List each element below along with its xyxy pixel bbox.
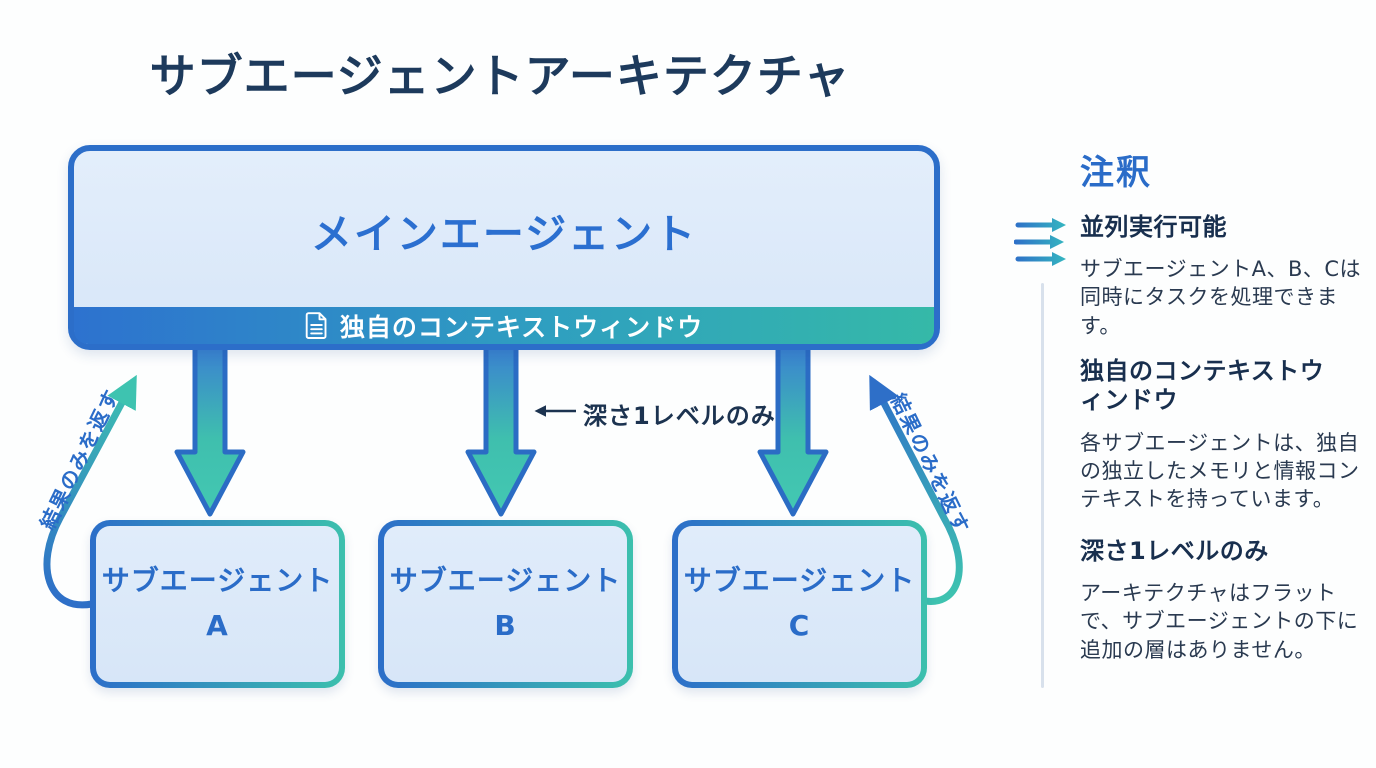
sub-agent-a-label: サブエージェント A	[96, 526, 339, 682]
annotation-heading-depth: 深さ1レベルのみ	[1080, 537, 1269, 565]
main-agent-label: メインエージェント	[310, 209, 698, 258]
annotation-divider	[1041, 283, 1044, 688]
sub-agent-b-letter: B	[494, 609, 517, 642]
sub-agent-a-name: サブエージェント	[101, 564, 334, 598]
annotation-heading-parallel: 並列実行可能	[1080, 213, 1227, 241]
annotation-depth-level: 深さ1レベルのみ アーキテクチャはフラット で、サブエージェントの下に 追加の層…	[1080, 537, 1376, 664]
main-agent-box: メインエージェント 独自のコンテキストウィンドウ	[68, 145, 940, 350]
down-arrow-b	[465, 343, 537, 517]
annotation-panel-heading: 注釈	[1080, 153, 1152, 193]
page-title: サブエージェントアーキテクチャ	[149, 49, 851, 103]
sub-agent-b-box: サブエージェント B	[378, 520, 633, 688]
context-window-banner-label: 独自のコンテキストウィンドウ	[339, 312, 704, 342]
annotation-body-depth: アーキテクチャはフラット で、サブエージェントの下に 追加の層はありません。	[1080, 581, 1359, 662]
depth-level-label: 深さ1レベルのみ	[583, 402, 776, 430]
sub-agent-c-box: サブエージェント C	[672, 520, 927, 688]
annotation-heading-context: 独自のコンテキストウィンドウ	[1080, 357, 1325, 415]
sub-agent-b-label: サブエージェント B	[384, 526, 627, 682]
sub-agent-c-label: サブエージェント C	[678, 526, 921, 682]
annotation-context-window: 独自のコンテキストウィンドウ 各サブエージェントは、独自 の独立したメモリと情報…	[1080, 357, 1376, 513]
sub-agent-c-letter: C	[788, 609, 811, 642]
sub-agent-c-name: サブエージェント	[683, 564, 916, 598]
return-arrow-left	[43, 374, 137, 609]
context-window-banner: 独自のコンテキストウィンドウ	[74, 307, 934, 344]
sub-agent-a-letter: A	[206, 609, 229, 642]
return-arrow-right	[869, 374, 963, 605]
annotation-panel: 注釈 並列実行可能 サブエージェントA、B、Cは 同時にタスクを処理できま す。	[1014, 145, 1376, 705]
annotation-body-parallel: サブエージェントA、B、Cは 同時にタスクを処理できま す。	[1080, 257, 1362, 338]
sub-agent-a-box: サブエージェント A	[90, 520, 345, 688]
down-arrow-c	[757, 343, 829, 517]
annotation-parallel-execution: 並列実行可能 サブエージェントA、B、Cは 同時にタスクを処理できま す。	[1014, 213, 1376, 340]
down-arrow-a	[174, 343, 246, 517]
sub-agent-b-name: サブエージェント	[389, 564, 622, 598]
document-icon	[305, 312, 327, 339]
annotation-body-context: 各サブエージェントは、独自 の独立したメモリと情報コン テキストを持っています。	[1080, 430, 1360, 511]
parallel-arrows-icon	[1014, 218, 1066, 266]
